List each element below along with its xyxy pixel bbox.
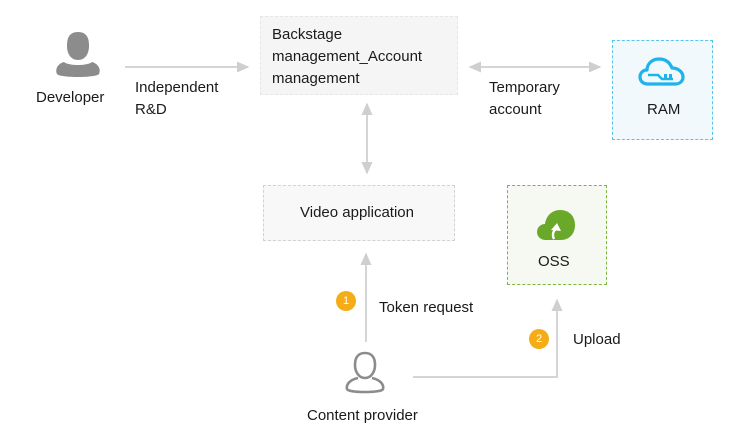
backstage-line-3: management: [272, 70, 360, 87]
content-provider-label: Content provider: [307, 407, 418, 424]
temporary-account-label: Temporary account: [489, 77, 560, 121]
oss-label: OSS: [538, 253, 570, 270]
independent-rd-line-1: Independent: [135, 79, 219, 96]
backstage-line-1: Backstage: [272, 26, 343, 43]
arrow-upload: [413, 298, 563, 378]
backstage-account-management-node: Backstage management_Account management: [260, 16, 458, 95]
user-filled-icon: [56, 32, 100, 77]
temporary-account-line-1: Temporary: [489, 79, 560, 96]
cloud-key-icon: [638, 57, 685, 86]
ram-node: RAM: [612, 40, 713, 140]
step-2-badge: 2: [529, 329, 549, 349]
oss-node: OSS: [507, 185, 607, 285]
cloud-upload-icon: [537, 210, 575, 240]
upload-label: Upload: [573, 331, 621, 348]
temporary-account-line-2: account: [489, 101, 542, 118]
step-1-badge: 1: [336, 291, 356, 311]
video-application-label: Video application: [300, 204, 414, 221]
ram-label: RAM: [647, 101, 681, 118]
backstage-line-2: management_Account: [272, 48, 423, 65]
developer-label: Developer: [36, 89, 105, 106]
user-outline-icon: [345, 351, 385, 394]
video-application-node: Video application: [263, 185, 455, 241]
token-request-label: Token request: [379, 299, 474, 316]
independent-rd-label: Independent R&D: [135, 77, 218, 121]
independent-rd-line-2: R&D: [135, 101, 167, 118]
